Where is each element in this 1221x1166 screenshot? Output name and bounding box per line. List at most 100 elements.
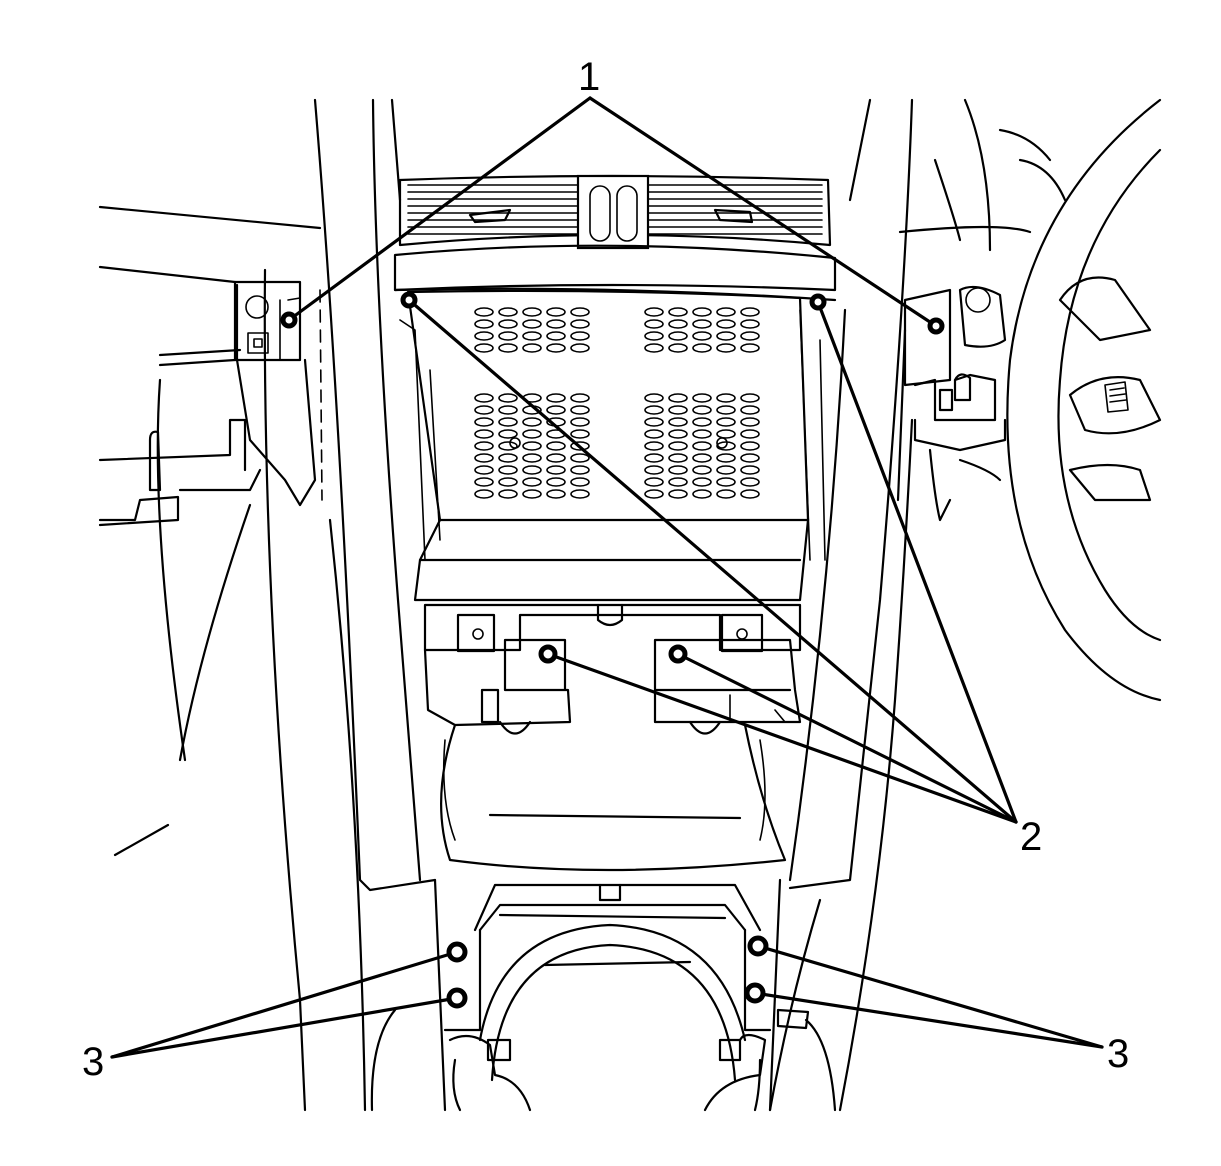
vent-hole [474, 417, 494, 427]
vent-hole [474, 429, 494, 439]
vent-hole [668, 393, 688, 403]
vent-hole [740, 331, 760, 341]
vent-hole [692, 417, 712, 427]
vent-hole [644, 343, 664, 353]
vent-hole [692, 343, 712, 353]
vent-hole [668, 405, 688, 415]
fastener-1-right [927, 317, 945, 335]
vent-hole [474, 465, 494, 475]
vent-hole [570, 307, 590, 317]
vent-hole [692, 393, 712, 403]
vent-hole [522, 417, 542, 427]
vent-hole [522, 477, 542, 487]
vent-hole [474, 319, 494, 329]
vent-hole [668, 429, 688, 439]
vent-hole [668, 319, 688, 329]
vent-hole [546, 343, 566, 353]
vent-hole [522, 465, 542, 475]
vent-hole [668, 441, 688, 451]
vent-hole [546, 489, 566, 499]
vent-hole [716, 477, 736, 487]
vent-hole [644, 417, 664, 427]
callout-3-left: 3 [82, 1040, 104, 1084]
fastener-3-left-upper [446, 941, 468, 963]
vent-hole [474, 393, 494, 403]
vent-hole [498, 453, 518, 463]
callout-3-right: 3 [1107, 1032, 1129, 1076]
vent-hole [522, 429, 542, 439]
vent-hole [570, 453, 590, 463]
vent-hole [644, 429, 664, 439]
vent-hole [716, 465, 736, 475]
vent-hole [498, 331, 518, 341]
fasteners [280, 291, 945, 1009]
vent-hole [570, 417, 590, 427]
vent-hole [546, 307, 566, 317]
vent-hole [498, 343, 518, 353]
vent-hole [692, 477, 712, 487]
vent-hole [716, 307, 736, 317]
vent-hole [740, 489, 760, 499]
vent-hole [692, 429, 712, 439]
vent-hole [522, 441, 542, 451]
vent-hole [546, 405, 566, 415]
center-air-vent [393, 174, 837, 302]
vent-hole [570, 393, 590, 403]
vent-hole [716, 393, 736, 403]
vent-hole [644, 319, 664, 329]
vent-hole [474, 477, 494, 487]
vent-hole [644, 477, 664, 487]
vent-hole [498, 417, 518, 427]
fastener-3-left-lower [446, 987, 468, 1009]
vent-hole [692, 405, 712, 415]
radio-chassis-plate [399, 289, 826, 602]
vent-hole [668, 331, 688, 341]
vent-hole [644, 405, 664, 415]
fastener-2-lower-left [538, 644, 558, 664]
vent-hole [474, 343, 494, 353]
vent-hole [570, 477, 590, 487]
vent-hole [522, 331, 542, 341]
vent-hole [546, 453, 566, 463]
fastener-1-left [280, 311, 298, 329]
vent-hole [668, 477, 688, 487]
vent-hole [644, 441, 664, 451]
callout-2: 2 [1020, 815, 1042, 859]
vent-hole [716, 417, 736, 427]
steering-wheel-area [896, 98, 1162, 702]
vent-hole [498, 393, 518, 403]
vent-hole [474, 405, 494, 415]
vent-hole [644, 489, 664, 499]
vent-hole [498, 441, 518, 451]
vent-hole [474, 307, 494, 317]
left-side-trim [98, 205, 397, 1112]
vent-hole [716, 405, 736, 415]
vent-hole [644, 331, 664, 341]
vent-hole [570, 489, 590, 499]
vent-hole [692, 331, 712, 341]
vent-hole [716, 429, 736, 439]
vent-hole-pattern [474, 307, 760, 499]
vent-hole [740, 343, 760, 353]
vent-hole [570, 441, 590, 451]
vent-hole [522, 343, 542, 353]
vent-hole [498, 319, 518, 329]
vent-hole [668, 465, 688, 475]
vent-hole [668, 307, 688, 317]
vent-hole [692, 441, 712, 451]
vent-hole [498, 465, 518, 475]
vent-hole [570, 429, 590, 439]
vent-hole [522, 453, 542, 463]
vent-hole [474, 331, 494, 341]
vent-hole [668, 453, 688, 463]
fastener-3-right-upper [747, 935, 769, 957]
vent-hole [644, 393, 664, 403]
fastener-3-right-lower [744, 982, 766, 1004]
vent-hole [546, 477, 566, 487]
vent-hole [522, 307, 542, 317]
vent-hole [740, 405, 760, 415]
vent-hole [570, 343, 590, 353]
vent-hole [692, 465, 712, 475]
vent-hole [546, 441, 566, 451]
vent-hole [474, 489, 494, 499]
